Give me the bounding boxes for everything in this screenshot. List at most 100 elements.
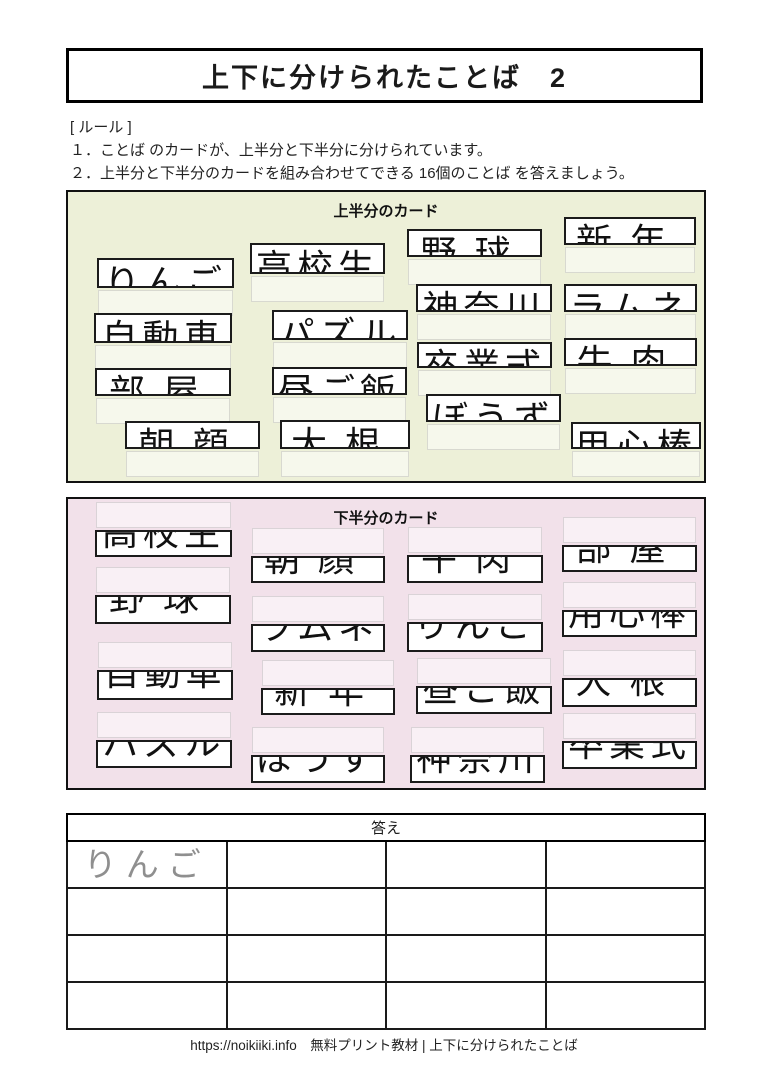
word-card-bottom-half: 卒業式 bbox=[562, 713, 697, 769]
sample-answer-text: りんご bbox=[83, 846, 210, 883]
card-word-clip: 牛肉 bbox=[407, 555, 543, 583]
answer-cell[interactable] bbox=[225, 934, 387, 983]
card-word-clip: 野球 bbox=[95, 595, 231, 624]
word-card-top-half: 部屋 bbox=[95, 368, 231, 424]
card-word-text: りんご bbox=[103, 262, 227, 288]
card-word-text: 神奈川 bbox=[415, 755, 539, 778]
answer-cell[interactable] bbox=[385, 840, 547, 889]
rules-block: [ ルール ] １．ことば のカードが、上半分と下半分に分けられています。 ２．… bbox=[70, 116, 634, 185]
card-word-text: 牛肉 bbox=[576, 342, 685, 366]
word-card-top-half: 自動車 bbox=[94, 313, 232, 371]
card-word-text: 大根 bbox=[575, 678, 684, 701]
footer-link[interactable]: https://noikiiki.info 無料プリント教材 | 上下に分けられ… bbox=[190, 1038, 578, 1053]
card-word-clip: 用心棒 bbox=[562, 610, 697, 637]
missing-half-placeholder bbox=[96, 398, 230, 424]
card-word-text: 昼ご飯 bbox=[422, 686, 546, 709]
answer-cell[interactable] bbox=[544, 887, 706, 936]
card-word-text: 朝顔 bbox=[263, 556, 372, 579]
missing-half-placeholder bbox=[273, 342, 407, 368]
missing-half-placeholder bbox=[565, 368, 696, 394]
card-word-clip: ラムネ bbox=[564, 284, 697, 312]
answer-table: 答え りんご bbox=[66, 813, 706, 1030]
word-card-bottom-half: 大根 bbox=[562, 650, 697, 707]
title-box: 上下に分けられたことば 2 bbox=[66, 48, 703, 103]
card-word-text: 卒業式 bbox=[567, 741, 691, 764]
word-card-bottom-half: ラムネ bbox=[251, 596, 385, 652]
word-card-top-half: 新年 bbox=[564, 217, 696, 273]
card-word-clip: 部屋 bbox=[95, 368, 231, 396]
answer-cell[interactable] bbox=[66, 934, 228, 983]
answer-row: りんご bbox=[66, 840, 706, 889]
answer-cell[interactable]: りんご bbox=[66, 840, 228, 889]
missing-half-placeholder bbox=[252, 596, 384, 622]
answer-cell[interactable] bbox=[544, 934, 706, 983]
card-word-clip: 新年 bbox=[261, 688, 395, 715]
missing-half-placeholder bbox=[408, 594, 542, 620]
bottom-half-cards-section: 下半分のカード 高校生朝顔牛肉部屋野球ラムネりんご用心棒自動車新年昼ご飯大根パズ… bbox=[66, 497, 706, 790]
answer-row bbox=[66, 934, 706, 983]
missing-half-placeholder bbox=[427, 424, 560, 450]
card-word-text: ぼうず bbox=[256, 755, 380, 778]
answer-cell[interactable] bbox=[225, 981, 387, 1030]
word-card-bottom-half: 野球 bbox=[95, 567, 231, 624]
missing-half-placeholder bbox=[418, 370, 551, 396]
answer-cell[interactable] bbox=[544, 981, 706, 1030]
word-card-top-half: 卒業式 bbox=[417, 342, 552, 396]
card-word-text: 用心棒 bbox=[574, 426, 698, 449]
word-card-top-half: ぼうず bbox=[426, 394, 561, 450]
missing-half-placeholder bbox=[563, 650, 696, 676]
card-word-text: 高校生 bbox=[101, 530, 225, 553]
answer-cell[interactable] bbox=[385, 981, 547, 1030]
answer-cell[interactable] bbox=[225, 840, 387, 889]
missing-half-placeholder bbox=[565, 314, 696, 340]
card-word-text: 自動車 bbox=[101, 317, 225, 343]
card-word-clip: 野球 bbox=[407, 229, 542, 257]
missing-half-placeholder bbox=[252, 727, 384, 753]
answer-cell[interactable] bbox=[225, 887, 387, 936]
word-card-top-half: 大根 bbox=[280, 420, 410, 477]
card-word-clip: 大根 bbox=[562, 678, 697, 707]
word-card-bottom-half: 高校生 bbox=[95, 502, 232, 557]
card-word-text: パズル bbox=[278, 314, 402, 340]
card-word-clip: 自動車 bbox=[97, 670, 233, 700]
missing-half-placeholder bbox=[563, 517, 696, 543]
missing-half-placeholder bbox=[408, 259, 541, 285]
card-word-clip: りんご bbox=[407, 622, 543, 652]
footer: https://noikiiki.info 無料プリント教材 | 上下に分けられ… bbox=[0, 1034, 768, 1054]
missing-half-placeholder bbox=[408, 527, 542, 553]
word-card-bottom-half: 牛肉 bbox=[407, 527, 543, 583]
card-word-clip: 高校生 bbox=[95, 530, 232, 557]
missing-half-placeholder bbox=[411, 727, 544, 753]
answer-cell[interactable] bbox=[544, 840, 706, 889]
card-word-text: 用心棒 bbox=[567, 610, 691, 633]
answer-table-header: 答え bbox=[66, 813, 706, 842]
card-word-clip: 牛肉 bbox=[564, 338, 697, 366]
word-card-bottom-half: 新年 bbox=[261, 660, 395, 715]
card-word-text: 神奈川 bbox=[422, 288, 546, 312]
card-word-clip: パズル bbox=[272, 310, 408, 340]
missing-half-placeholder bbox=[96, 502, 231, 528]
answer-cell[interactable] bbox=[66, 887, 228, 936]
card-word-clip: 高校生 bbox=[250, 243, 385, 274]
card-word-text: 卒業式 bbox=[422, 346, 546, 368]
card-word-text: りんご bbox=[413, 622, 537, 645]
answer-cell[interactable] bbox=[385, 887, 547, 936]
card-word-text: 部屋 bbox=[108, 372, 217, 396]
word-card-top-half: 牛肉 bbox=[564, 338, 697, 394]
card-word-text: ぼうず bbox=[431, 398, 555, 422]
top-half-cards-section: 上半分のカード りんご高校生野球新年自動車パズル神奈川ラムネ部屋昼ご飯卒業式牛肉… bbox=[66, 190, 706, 483]
card-word-clip: 朝顔 bbox=[251, 556, 385, 583]
word-card-top-half: 昼ご飯 bbox=[272, 367, 407, 423]
card-word-text: 昼ご飯 bbox=[277, 371, 401, 395]
card-word-text: 部屋 bbox=[575, 545, 684, 568]
answer-cell[interactable] bbox=[385, 934, 547, 983]
page-title: 上下に分けられたことば 2 bbox=[201, 63, 567, 93]
missing-half-placeholder bbox=[565, 247, 695, 273]
word-card-top-half: 野球 bbox=[407, 229, 542, 285]
card-word-text: 野球 bbox=[420, 233, 529, 257]
answer-cell[interactable] bbox=[66, 981, 228, 1030]
card-word-text: 牛肉 bbox=[420, 555, 529, 578]
card-word-clip: 用心棒 bbox=[571, 422, 701, 449]
card-word-text: ラムネ bbox=[257, 624, 379, 647]
